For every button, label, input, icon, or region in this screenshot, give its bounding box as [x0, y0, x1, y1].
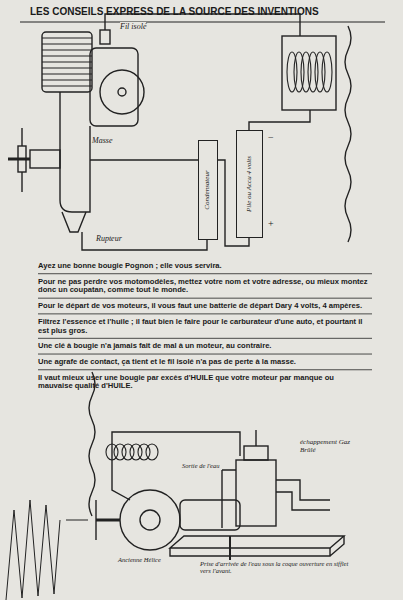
part-label: Ancienne Hélice — [118, 556, 162, 563]
part-label: Masse — [92, 136, 112, 145]
advice-line: Pour ne pas perdre vos motomodèles, mett… — [38, 278, 370, 295]
advice-line: Filtrez l'essence et l'huile ; il faut b… — [38, 318, 370, 335]
separator-rule — [38, 313, 372, 314]
cooling-fin — [42, 61, 92, 62]
cooling-fin — [42, 85, 92, 86]
node-label: Pile ou Accu 4 volts — [246, 135, 254, 233]
cooling-fin — [42, 55, 92, 56]
separator-rule — [38, 338, 372, 339]
part-label: + — [268, 218, 274, 230]
cooling-fin — [42, 43, 92, 44]
cooling-fin — [42, 73, 92, 74]
advice-line: Ayez une bonne bougie Pognon ; elle vous… — [38, 262, 370, 271]
cooling-fin — [42, 67, 92, 68]
part-label: Fil isolé — [120, 22, 146, 31]
cooling-fin — [42, 79, 92, 80]
capacitor-box: Condensateur — [198, 140, 218, 240]
separator-rule — [38, 298, 372, 299]
cooling-fin — [42, 49, 92, 50]
separator-rule — [38, 273, 372, 274]
advice-line: Il vaut mieux user une bougie par excès … — [38, 374, 370, 391]
part-label: Prise d'arrivée de l'eau sous la coque o… — [200, 560, 350, 575]
part-label: Sortie de l'eau — [182, 462, 220, 469]
node-label: Condensateur — [204, 145, 212, 235]
coil-winding — [322, 52, 332, 92]
part-label: échappement Gaz Brûlé — [300, 438, 360, 454]
advice-line: Une agrafe de contact, ça tient et le fi… — [38, 358, 370, 367]
cooling-fin — [42, 37, 92, 38]
advice-line: Pour le départ de vos moteurs, il vous f… — [38, 302, 370, 311]
battery-box: Pile ou Accu 4 volts — [236, 130, 263, 238]
part-label: Rupteur — [96, 234, 122, 243]
advice-line: Une clé à bougie n'a jamais fait de mal … — [38, 342, 370, 351]
separator-rule — [38, 369, 372, 370]
part-label: − — [268, 132, 274, 144]
coil-winding — [146, 444, 158, 460]
title: LES CONSEILS EXPRESS DE LA SOURCE DES IN… — [30, 6, 375, 18]
separator-rule — [38, 354, 372, 355]
